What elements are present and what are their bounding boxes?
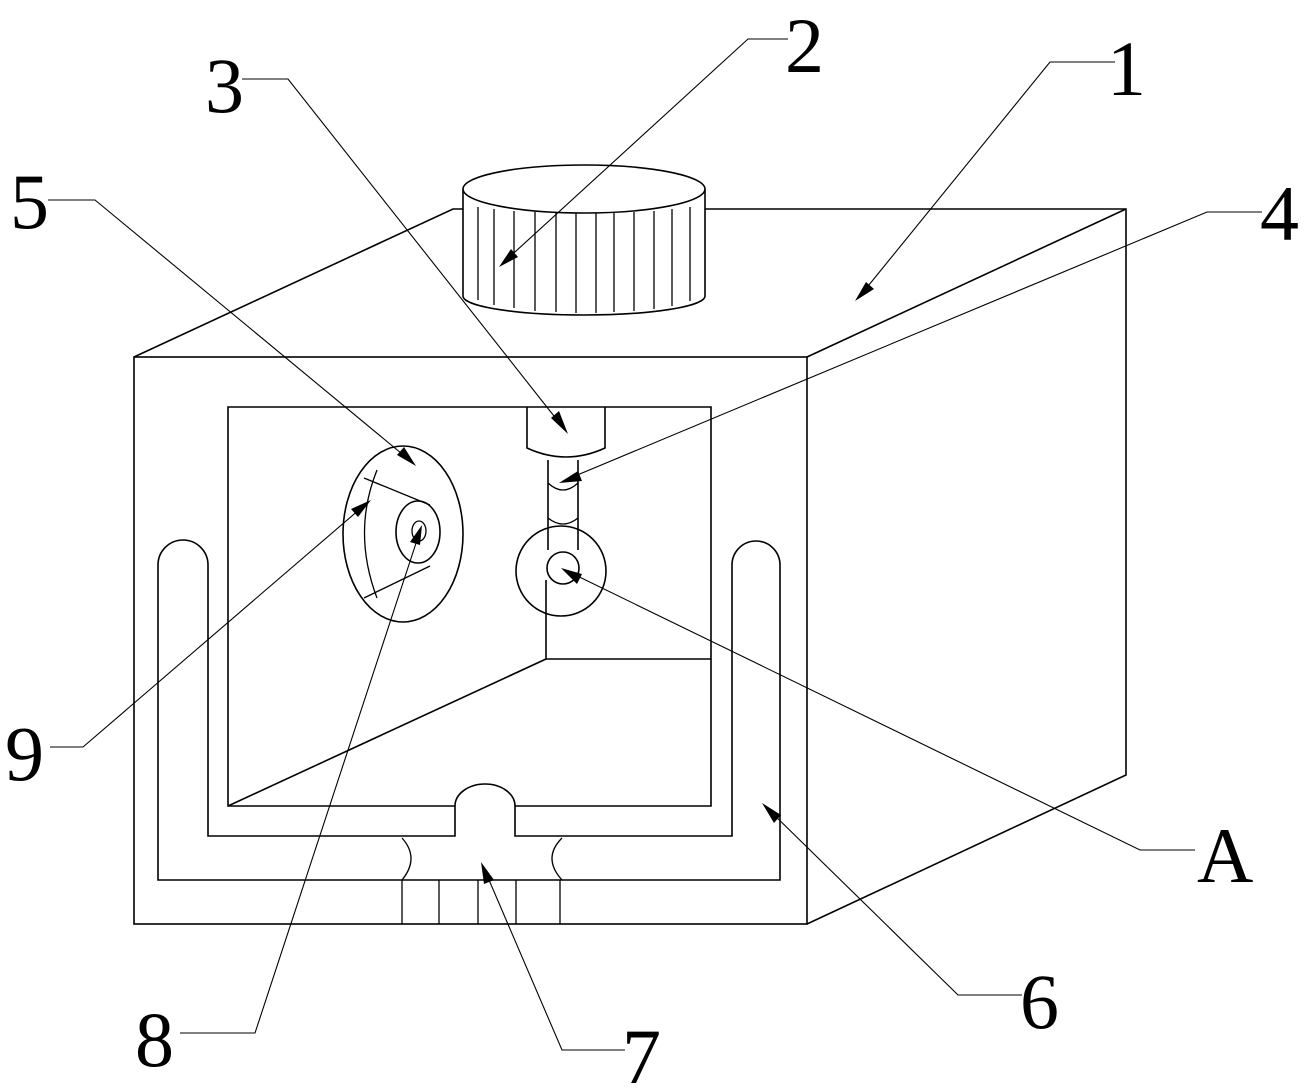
label-7: 7 xyxy=(622,1013,661,1088)
bottom-outlet xyxy=(400,783,565,924)
u-channel xyxy=(157,539,781,881)
label-2: 2 xyxy=(785,2,824,89)
ball-joint xyxy=(515,525,607,617)
leader-2 xyxy=(499,38,788,267)
rod xyxy=(547,460,579,550)
label-A: A xyxy=(1197,812,1253,899)
inner-chamber xyxy=(227,406,712,807)
leader-A xyxy=(561,568,1195,851)
label-9: 9 xyxy=(5,710,44,797)
lens-assembly xyxy=(342,445,464,623)
leader-8 xyxy=(180,525,422,1034)
label-5: 5 xyxy=(10,158,49,245)
housing xyxy=(133,208,1127,925)
top-block xyxy=(526,407,606,458)
label-8: 8 xyxy=(135,996,174,1083)
cap-knob xyxy=(462,164,706,316)
label-6: 6 xyxy=(1020,958,1059,1045)
label-1: 1 xyxy=(1107,25,1146,112)
leader-9 xyxy=(50,500,371,748)
leader-3 xyxy=(242,78,568,434)
leader-1 xyxy=(855,61,1115,301)
label-4: 4 xyxy=(1260,170,1299,257)
leader-4 xyxy=(559,211,1262,483)
leader-7 xyxy=(481,862,625,1051)
label-3: 3 xyxy=(205,42,244,129)
leader-5 xyxy=(48,199,416,466)
leader-6 xyxy=(762,803,1022,996)
